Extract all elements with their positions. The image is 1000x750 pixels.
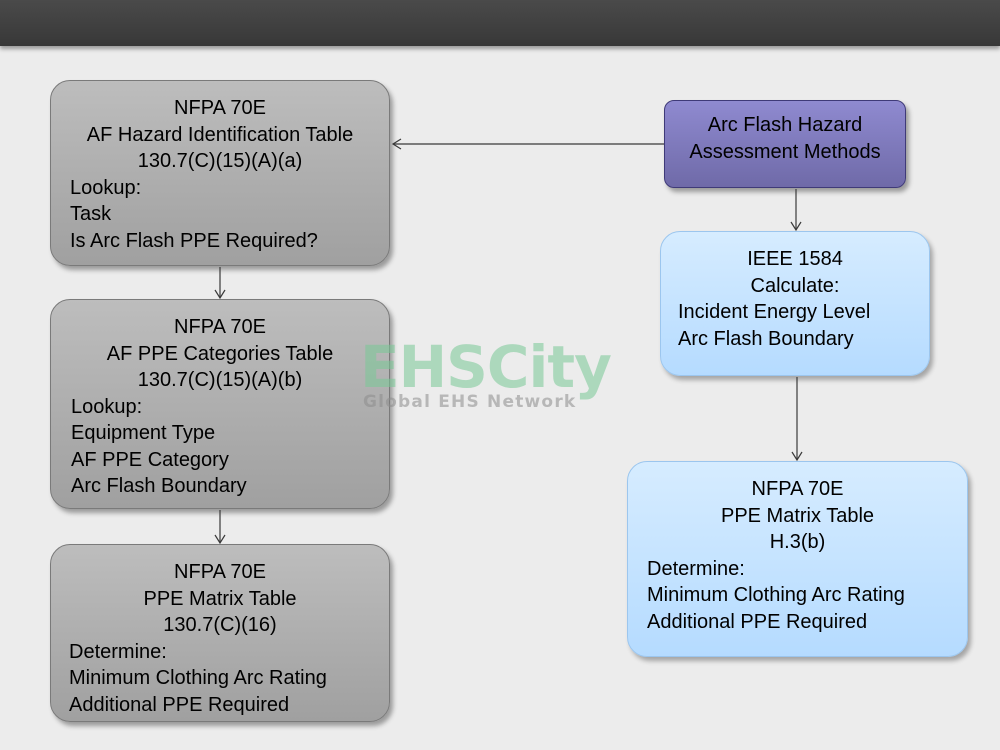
arrowhead-icon (391, 138, 402, 150)
box-body-line: Incident Energy Level (678, 301, 871, 323)
box-body-line: Arc Flash Boundary (678, 327, 854, 350)
box-header-line: Calculate: (750, 274, 840, 297)
arrowhead-icon (790, 221, 802, 232)
ieee-1584-box: IEEE 1584 Calculate: Incident Energy Lev… (660, 231, 930, 376)
box-body-line: Arc Flash Boundary (71, 475, 247, 497)
box-header-line: AF Hazard Identification Table (86, 123, 354, 146)
box-title-line: Arc Flash Hazard (707, 114, 863, 136)
box-header-line: NFPA 70E (751, 478, 844, 500)
assessment-methods-box: Arc Flash Hazard Assessment Methods (664, 100, 906, 188)
arrowhead-icon (214, 534, 226, 545)
box-body-line: Is Arc Flash PPE Required? (70, 229, 318, 252)
box-body-line: Additional PPE Required (647, 610, 868, 633)
box-body-line: Minimum Clothing Arc Rating (647, 584, 905, 606)
box-header-line: IEEE 1584 (747, 248, 843, 270)
box-header-line: 130.7(C)(16) (163, 614, 277, 636)
box-header-line: H.3(b) (769, 531, 826, 553)
box-body-line: Task (70, 203, 112, 225)
box-body-line: Equipment Type (71, 422, 216, 444)
box-body-line: Lookup: (71, 395, 143, 418)
box-header-line: NFPA 70E (174, 97, 266, 119)
box-header-line: NFPA 70E (174, 316, 266, 338)
arrowhead-icon (214, 289, 226, 300)
box-body-line: AF PPE Category (71, 448, 229, 471)
ppe-matrix-table-box-right: NFPA 70E PPE Matrix Table H.3(b) Determi… (627, 461, 968, 657)
hazard-identification-table-box: NFPA 70E AF Hazard Identification Table … (50, 80, 390, 266)
box-header-line: PPE Matrix Table (143, 587, 297, 610)
box-header-line: NFPA 70E (174, 561, 266, 583)
arrowhead-icon (791, 451, 803, 462)
box-header-line: AF PPE Categories Table (106, 342, 334, 365)
box-header-line: 130.7(C)(15)(A)(b) (137, 369, 303, 391)
box-header-line: PPE Matrix Table (720, 504, 875, 527)
box-body-line: Minimum Clothing Arc Rating (69, 667, 327, 689)
ppe-categories-table-box: NFPA 70E AF PPE Categories Table 130.7(C… (50, 299, 390, 509)
box-header-line: 130.7(C)(15)(A)(a) (137, 150, 303, 172)
box-title-line: Assessment Methods (689, 140, 881, 163)
top-title-bar (0, 0, 1000, 46)
box-body-line: Lookup: (70, 176, 142, 199)
box-body-line: Determine: (647, 557, 745, 580)
ppe-matrix-table-box-left: NFPA 70E PPE Matrix Table 130.7(C)(16) D… (50, 544, 390, 722)
box-body-line: Determine: (69, 640, 167, 663)
box-body-line: Additional PPE Required (69, 693, 290, 716)
